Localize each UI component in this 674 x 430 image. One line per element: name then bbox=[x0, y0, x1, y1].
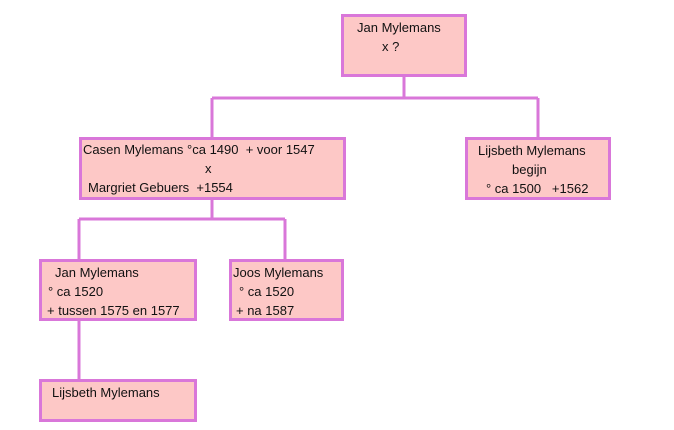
person-name-dates: Casen Mylemans °ca 1490 + voor 1547 bbox=[83, 142, 315, 157]
person-note: begijn bbox=[512, 162, 547, 177]
death-date: + tussen 1575 en 1577 bbox=[47, 303, 180, 318]
person-name: Joos Mylemans bbox=[233, 265, 324, 280]
person-box-lijsbeth-mylemans-child: Lijsbeth Mylemans bbox=[39, 379, 197, 422]
person-name: Jan Mylemans bbox=[357, 20, 441, 35]
birth-date: ° ca 1520 bbox=[239, 284, 295, 299]
person-name: Lijsbeth Mylemans bbox=[52, 385, 160, 400]
person-box-joos-mylemans: Joos Mylemans ° ca 1520 + na 1587 bbox=[229, 259, 344, 321]
person-box-jan-mylemans-root: Jan Mylemans x ? bbox=[341, 14, 467, 77]
marriage-line: x bbox=[205, 161, 212, 176]
person-name: Lijsbeth Mylemans bbox=[478, 143, 586, 158]
marriage-line: x ? bbox=[382, 39, 400, 54]
person-name: Jan Mylemans bbox=[55, 265, 139, 280]
death-date: + na 1587 bbox=[236, 303, 295, 318]
person-box-jan-mylemans: Jan Mylemans ° ca 1520 + tussen 1575 en … bbox=[39, 259, 197, 321]
birth-date: ° ca 1520 bbox=[48, 284, 104, 299]
person-dates: ° ca 1500 +1562 bbox=[486, 181, 589, 196]
person-box-lijsbeth-mylemans-begijn: Lijsbeth Mylemans begijn ° ca 1500 +1562 bbox=[465, 137, 611, 200]
person-box-casen-mylemans: Casen Mylemans °ca 1490 + voor 1547 x Ma… bbox=[79, 137, 346, 200]
spouse-name-dates: Margriet Gebuers +1554 bbox=[88, 180, 233, 195]
